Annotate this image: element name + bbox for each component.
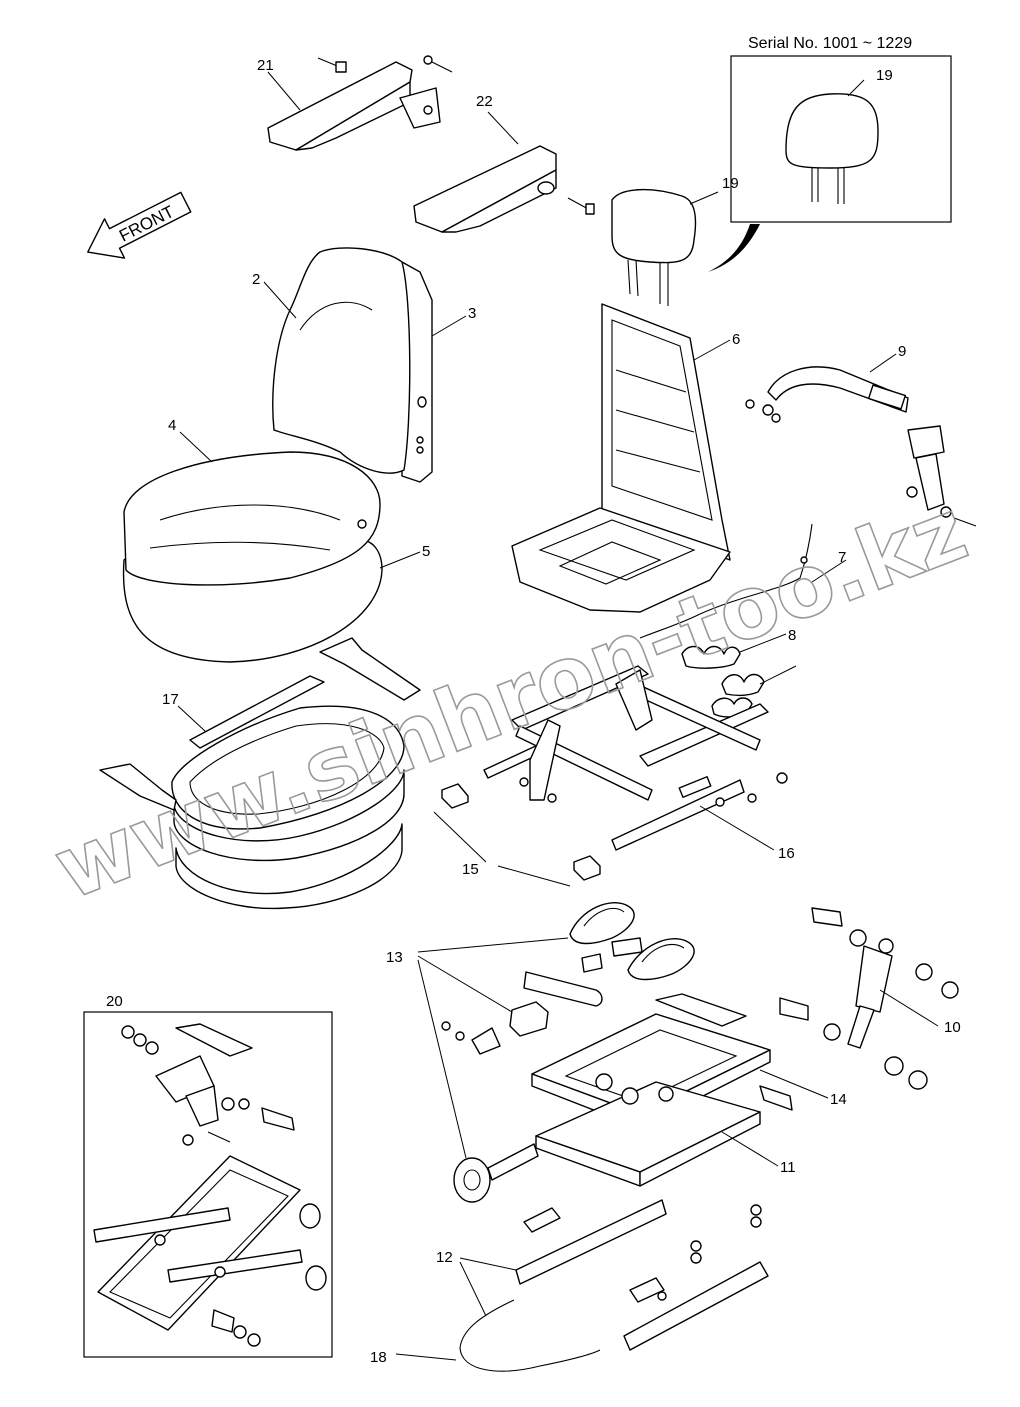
callout-16: 16: [778, 845, 795, 862]
callout-17: 17: [162, 691, 179, 708]
callout-19-inset: 19: [876, 67, 893, 84]
callout-9: 9: [898, 343, 906, 360]
callout-11: 11: [780, 1159, 796, 1176]
serial-inset-box: [730, 55, 952, 223]
cable-7-springs-8: 7 8: [639, 523, 846, 718]
stops-15: 15: [433, 783, 601, 887]
rails-12-lever-18: 12 18: [370, 1199, 769, 1372]
callout-4: 4: [168, 417, 176, 434]
callout-7: 7: [838, 549, 846, 566]
callout-5: 5: [422, 543, 430, 560]
inset-20: 20: [83, 993, 333, 1358]
serial-label: Serial No. 1001 ~ 1229: [748, 35, 912, 52]
front-arrow: FRONT: [87, 191, 192, 259]
callout-3: 3: [468, 305, 476, 322]
front-arrow-shape: [87, 191, 192, 259]
seat-frame-6: 6: [511, 303, 740, 613]
inset-20-box: [83, 1011, 333, 1358]
callout-18: 18: [370, 1349, 387, 1366]
callout-20: 20: [106, 993, 123, 1010]
inset-pointer-arrow: [708, 224, 760, 272]
callout-15: 15: [462, 861, 479, 878]
slide-frame-16: 16: [483, 665, 795, 862]
armrest-21: 21: [257, 55, 453, 151]
callout-8: 8: [788, 627, 796, 644]
callout-10: 10: [944, 1019, 961, 1036]
callout-13: 13: [386, 949, 403, 966]
backrest-2-3: 2 3: [252, 247, 476, 483]
shock-absorber-10: 10: [779, 907, 961, 1090]
cushion-4-5: 4 5: [122, 417, 430, 663]
callout-2: 2: [252, 271, 260, 288]
headrest-19: 19: [611, 175, 739, 306]
callout-21: 21: [257, 57, 274, 74]
seatbelt-9: 9: [745, 343, 977, 527]
headrest-inset-part: [785, 93, 879, 169]
serial-inset: Serial No. 1001 ~ 1229 19: [708, 35, 952, 272]
armrest-22: 22: [413, 93, 595, 233]
callout-6: 6: [732, 331, 740, 348]
callout-12: 12: [436, 1249, 453, 1266]
suspension-parts-13: 13: [386, 902, 695, 1203]
callout-14: 14: [830, 1091, 847, 1108]
suspension-mechanism-14-11: 14 11: [531, 993, 847, 1187]
callout-22: 22: [476, 93, 493, 110]
callout-19: 19: [722, 175, 739, 192]
bellows-17: 17: [99, 637, 421, 910]
